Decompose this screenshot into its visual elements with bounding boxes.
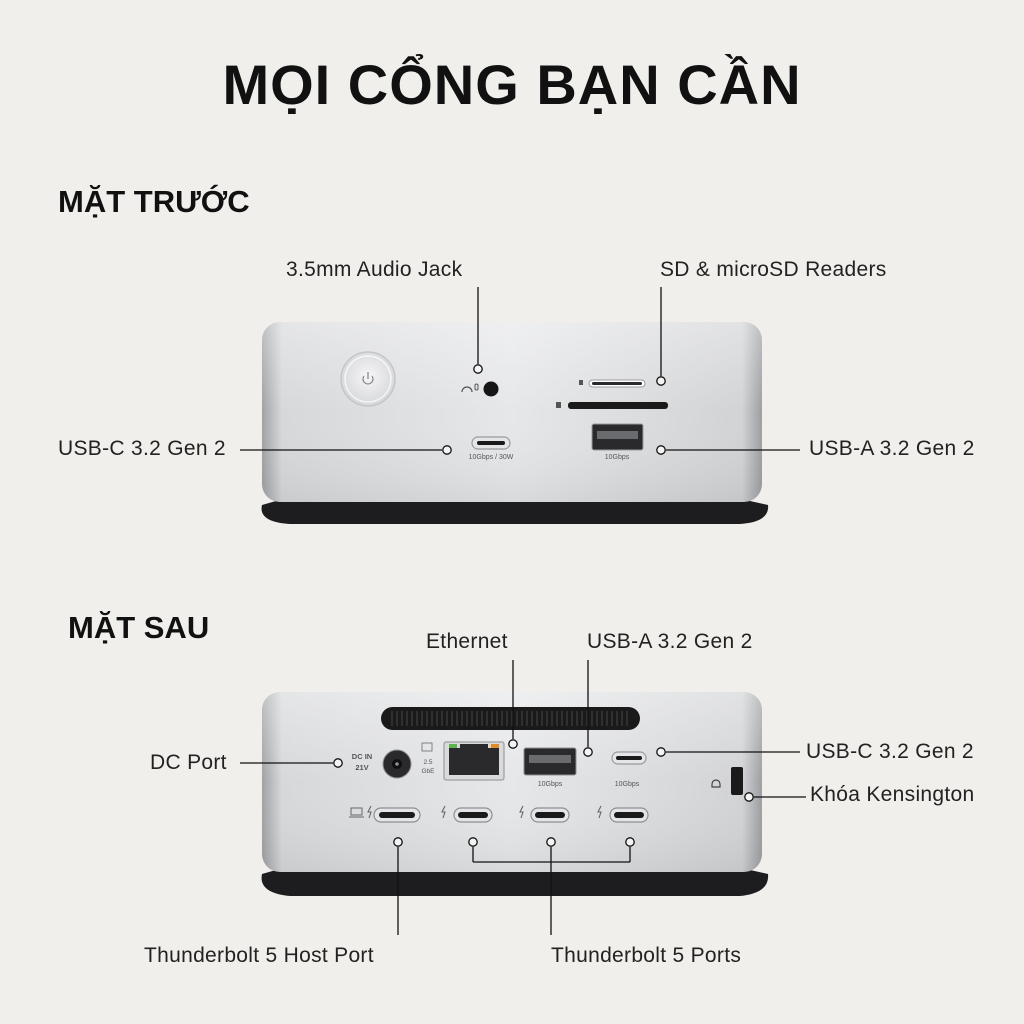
- bolt-icon: [597, 805, 602, 819]
- mic-icon: [474, 383, 479, 391]
- label-tb-ports: Thunderbolt 5 Ports: [551, 944, 742, 967]
- front-base: [261, 497, 769, 524]
- dc-in-label: DC IN: [352, 752, 372, 761]
- label-ethernet: Ethernet: [426, 630, 508, 653]
- label-audio-jack: 3.5mm Audio Jack: [286, 258, 463, 281]
- thunderbolt-ports: [373, 807, 649, 823]
- back-device: DC IN 21V 2.5 GbE 10Gbps 10Gbps: [261, 692, 769, 896]
- bolt-icon: [519, 805, 524, 819]
- sd-slot: [568, 402, 668, 409]
- kensington-slot: [731, 767, 743, 795]
- bolt-icon: [441, 805, 446, 819]
- lock-icon: [711, 779, 721, 788]
- label-kensington: Khóa Kensington: [810, 783, 975, 806]
- headphone-icon: [461, 386, 473, 393]
- back-heading: MẶT SAU: [68, 610, 210, 645]
- label-sd-readers: SD & microSD Readers: [660, 258, 887, 281]
- dc-voltage-label: 21V: [355, 763, 368, 772]
- front-usbc-spec: 10Gbps / 30W: [469, 454, 514, 461]
- eth-led-green: [449, 744, 457, 748]
- network-icon: [421, 742, 433, 752]
- label-front-usbc: USB-C 3.2 Gen 2: [58, 437, 226, 460]
- label-back-usba: USB-A 3.2 Gen 2: [587, 630, 753, 653]
- label-tb-host: Thunderbolt 5 Host Port: [144, 944, 374, 967]
- bolt-icon: [367, 805, 372, 819]
- label-back-usbc: USB-C 3.2 Gen 2: [806, 740, 974, 763]
- front-callouts: [240, 287, 800, 455]
- audio-jack: [483, 381, 499, 397]
- label-dc-port: DC Port: [150, 751, 227, 774]
- front-device: 10Gbps / 30W 10Gbps: [261, 322, 769, 524]
- back-usba-spec: 10Gbps: [538, 781, 563, 788]
- eth-led-amber: [491, 744, 499, 748]
- back-callouts: [240, 660, 806, 935]
- back-usbc-spec: 10Gbps: [615, 781, 640, 788]
- sd-icon: [556, 402, 561, 408]
- eth-gbe-label: GbE: [421, 768, 435, 775]
- vent-grille: [381, 707, 640, 730]
- power-icon: [362, 375, 374, 385]
- label-front-usba: USB-A 3.2 Gen 2: [809, 437, 975, 460]
- laptop-icon: [350, 807, 363, 816]
- front-heading: MẶT TRƯỚC: [58, 184, 250, 219]
- front-usba-spec: 10Gbps: [605, 454, 630, 461]
- page-title: MỌI CỔNG BẠN CẦN: [222, 53, 802, 116]
- microsd-icon: [579, 380, 583, 385]
- eth-speed-label: 2.5: [423, 759, 432, 766]
- back-base: [261, 866, 769, 896]
